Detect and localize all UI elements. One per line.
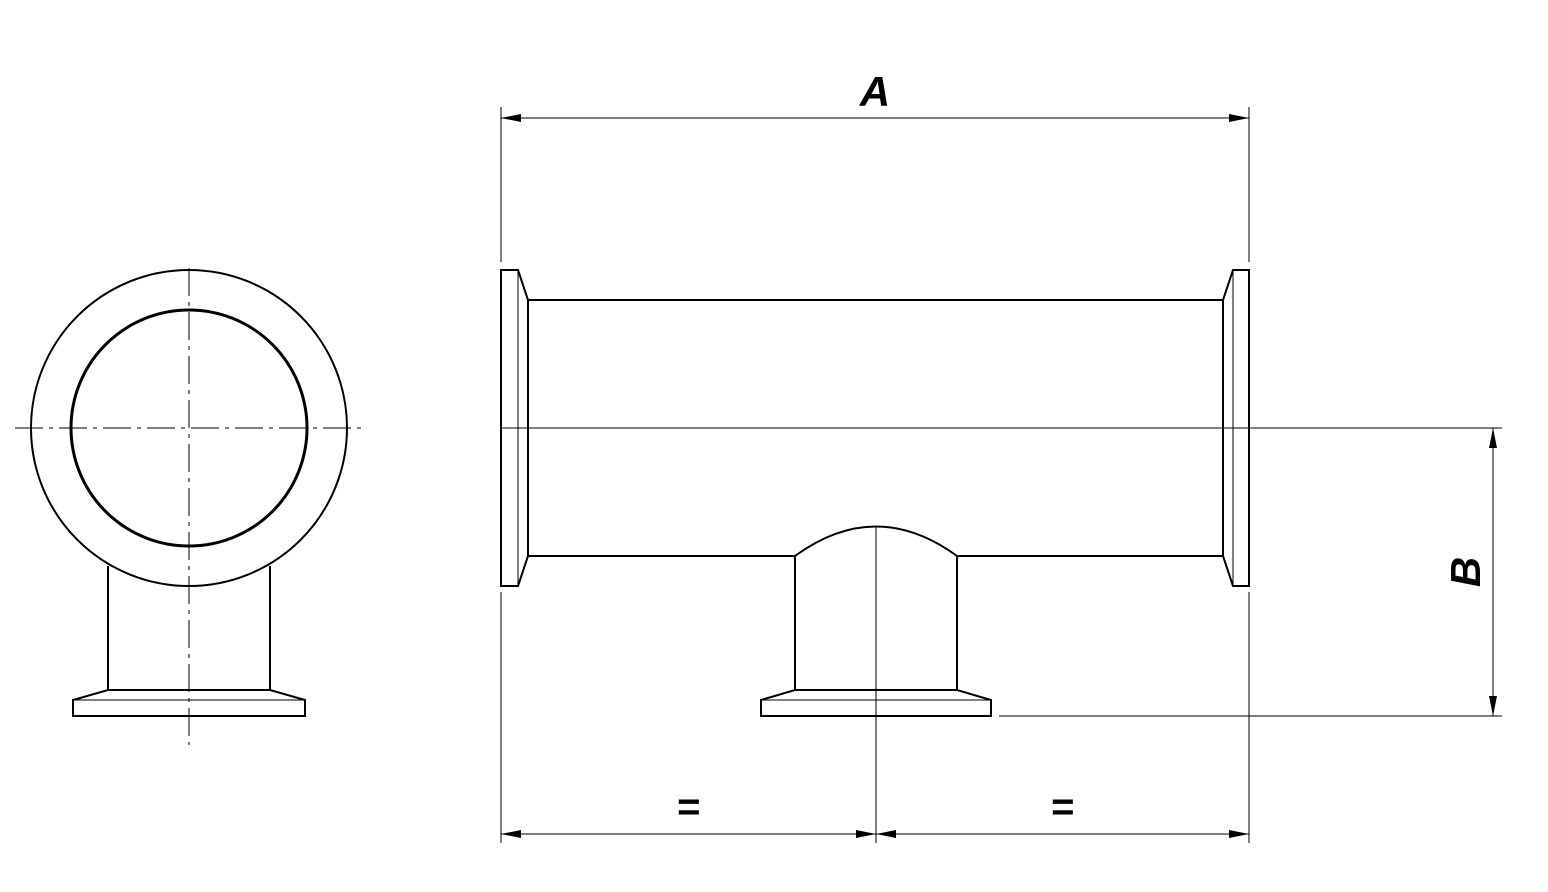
side-view <box>500 269 1502 843</box>
dim-a-label: A <box>859 68 890 115</box>
dimensions: A = = B <box>500 68 1502 843</box>
end-view <box>15 268 362 745</box>
dim-b-label: B <box>1442 557 1489 587</box>
branch-intersection-curve <box>794 525 958 557</box>
dim-equal-right-label: = <box>1050 785 1073 829</box>
dim-equal-left-label: = <box>676 785 699 829</box>
